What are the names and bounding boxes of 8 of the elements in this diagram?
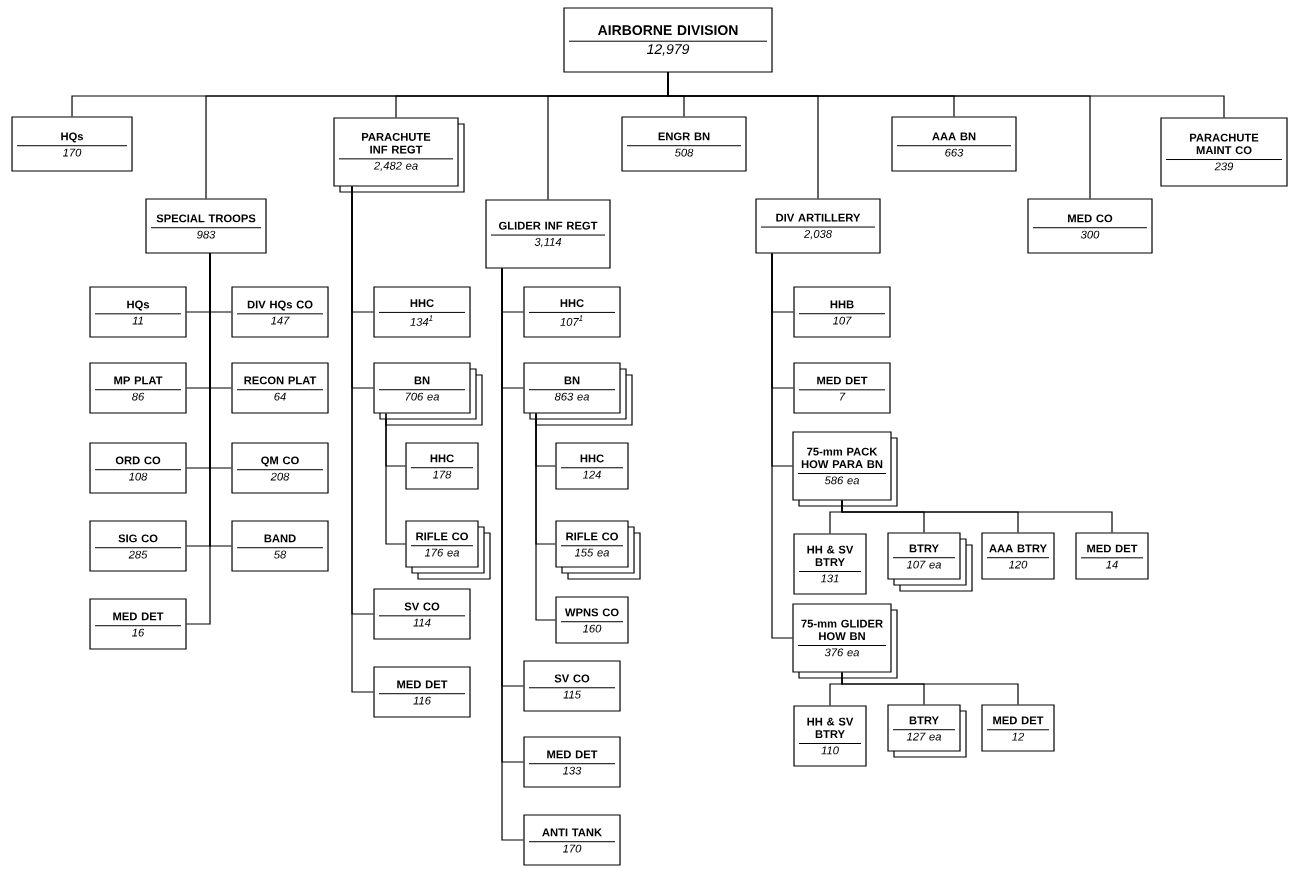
connector-line — [841, 672, 1019, 705]
connector-line — [385, 413, 406, 545]
connector-line — [186, 253, 211, 625]
connector-line — [535, 413, 556, 621]
connector-line — [351, 186, 374, 693]
connector-line — [667, 72, 1225, 118]
connector-line — [771, 253, 793, 639]
connector-line — [841, 499, 1113, 533]
